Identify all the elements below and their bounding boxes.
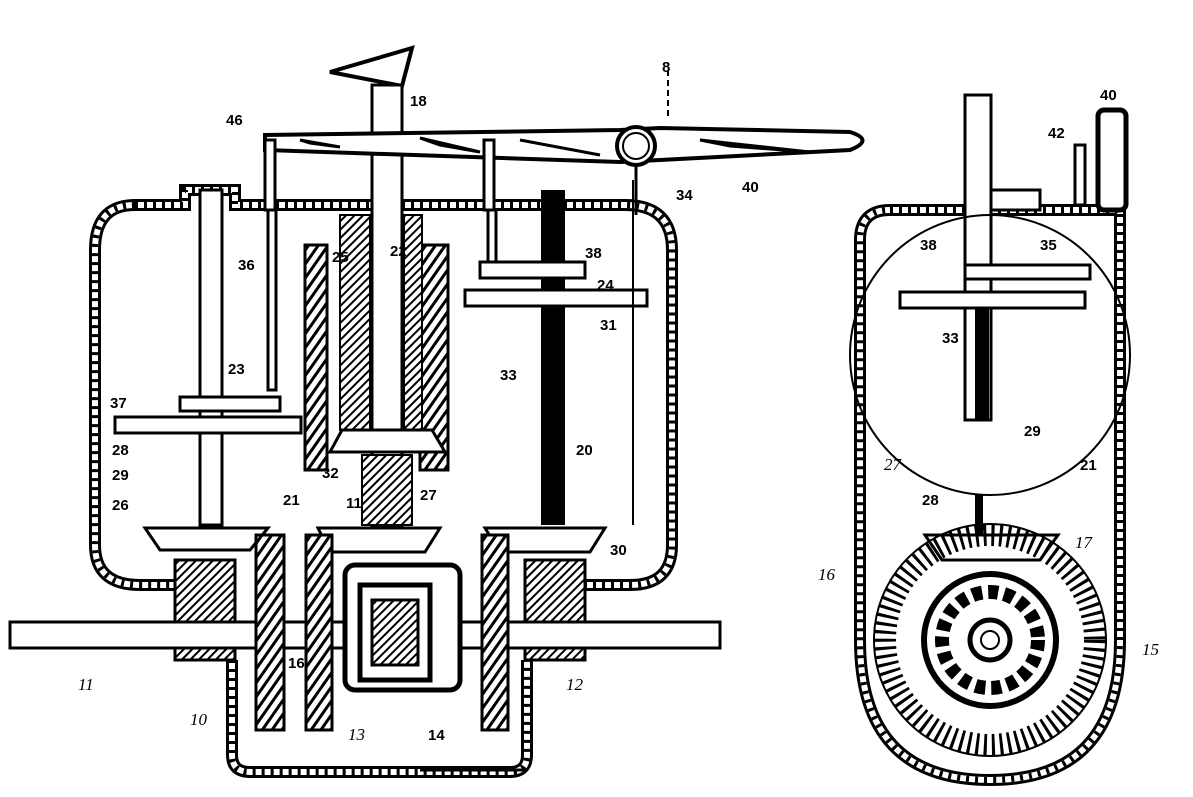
label-24: 24 [597,277,614,294]
label-10: 10 [190,710,208,729]
label-28: 28 [922,492,939,509]
pennant-flag [330,48,412,86]
label-8: 8 [662,59,670,76]
left-friction-disc [115,417,301,433]
label-27: 27 [884,455,903,474]
label-38: 38 [585,245,602,262]
side-section-view: 18 46 8 40 34 36 25 22 23 28 31 38 37 24… [10,48,863,772]
label-37: 37 [110,395,127,412]
label-16: 16 [818,565,836,584]
label-15: 15 [1142,640,1159,659]
label-13: 13 [348,725,365,744]
label-32: 32 [322,465,339,482]
label-36: 36 [238,257,255,274]
label-20: 20 [576,442,593,459]
left-countershaft [200,190,222,525]
label-26: 26 [112,497,129,514]
label-17: 17 [1075,533,1094,552]
control-knob-40 [1098,110,1126,210]
label-40: 40 [742,179,759,196]
label-21: 21 [1080,457,1097,474]
label-11: 11 [78,675,94,694]
label-18: 18 [410,93,427,110]
end-view: 40 42 38 35 33 29 27 21 28 17 16 15 [818,87,1159,780]
label-46: 46 [226,112,243,129]
label-33-27: 33 [500,367,517,384]
left-gear-stack [305,245,327,470]
label-23: 23 [228,361,245,378]
label-38: 38 [920,237,937,254]
label-40: 40 [1100,87,1117,104]
right-countershaft [541,190,565,525]
label-12: 12 [566,675,584,694]
label-21: 21 [283,492,300,509]
label-35: 35 [1040,237,1057,254]
differential-cage [345,565,460,690]
label-30: 30 [610,542,627,559]
label-11-upper: 11 [346,495,362,512]
label-31: 31 [600,317,617,334]
central-bevel-gear [330,430,445,452]
label-16: 16 [288,655,305,672]
label-29: 29 [1024,423,1041,440]
end-friction-disc [900,292,1085,308]
label-34: 34 [676,187,693,204]
label-29: 29 [112,467,129,484]
label-27: 27 [420,487,437,504]
label-14: 14 [428,727,445,744]
label-42: 42 [1048,125,1065,142]
label-22: 22 [390,243,407,260]
right-friction-disc [465,290,647,306]
label-28: 28 [112,442,129,459]
label-33: 33 [942,330,959,347]
label-25: 25 [332,249,349,266]
